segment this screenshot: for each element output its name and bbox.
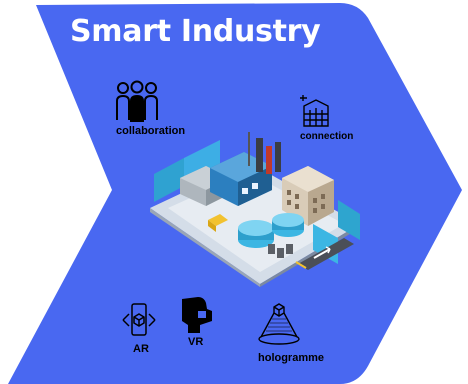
vr-label: VR — [188, 336, 204, 348]
collaboration-label: collaboration — [116, 125, 186, 137]
factory-illustration — [150, 132, 360, 287]
hologramme-label: hologramme — [258, 352, 325, 364]
vr-headset-icon — [182, 297, 212, 333]
ar-label: AR — [133, 343, 149, 355]
connection-label: connection — [300, 131, 354, 142]
hologram-icon — [258, 303, 300, 345]
page-title: Smart Industry — [70, 14, 321, 49]
ar-phone-icon — [122, 303, 156, 336]
people-icon — [116, 80, 158, 122]
building-icon — [300, 95, 329, 127]
